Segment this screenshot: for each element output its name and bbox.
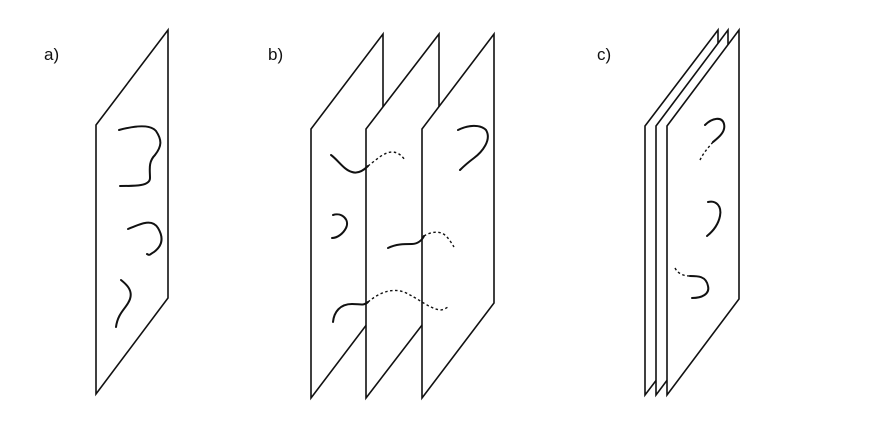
panel-a-diagram bbox=[95, 27, 169, 397]
panel-b-diagram bbox=[310, 31, 495, 401]
panel-a-chain-top bbox=[118, 125, 162, 187]
panel-c-label: c) bbox=[597, 45, 612, 64]
panel-a-chain-bottom bbox=[115, 279, 132, 328]
panel-b-chain-bridge-middle bbox=[387, 235, 425, 249]
panel-c-chain-middle bbox=[706, 200, 722, 237]
panel-b-chain-bridge-top bbox=[330, 154, 369, 174]
panel-c-chain-top-hidden bbox=[699, 141, 714, 161]
panel-a-label: a) bbox=[44, 45, 60, 64]
panel-b-chain-back-small bbox=[331, 213, 348, 239]
panel-b-chain-front-top bbox=[457, 124, 489, 171]
panel-c-chain-bottom bbox=[689, 275, 710, 299]
panel-b-chain-bridge-middle-hidden bbox=[423, 231, 455, 248]
panel-c-sheet-front bbox=[666, 27, 740, 398]
panel-c-diagram bbox=[644, 27, 740, 398]
panel-c-chain-top bbox=[704, 117, 726, 143]
panel-b-chain-bridge-bottom bbox=[332, 301, 369, 323]
panel-a-chain-middle bbox=[127, 221, 163, 256]
panel-b-label: b) bbox=[268, 45, 284, 64]
panel-c-chain-bottom-hidden bbox=[674, 267, 691, 277]
panel-a-sheet bbox=[95, 27, 169, 397]
panel-b-chain-bridge-bottom-hidden bbox=[367, 289, 449, 311]
